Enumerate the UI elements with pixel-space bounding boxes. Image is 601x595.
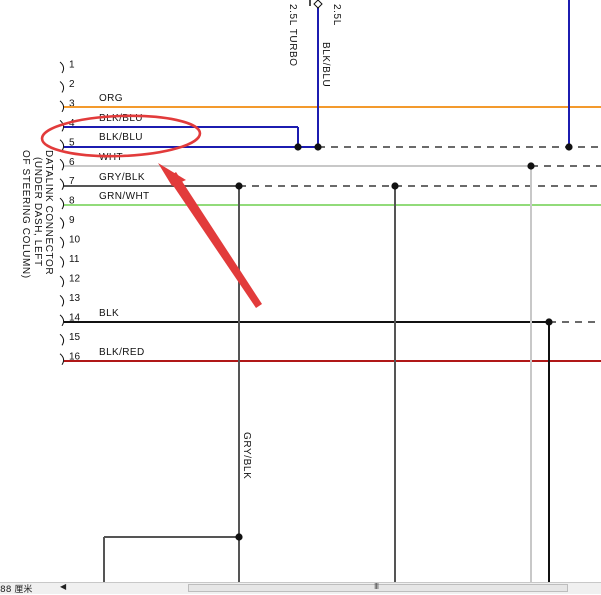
pin-bracket [59,275,65,288]
label-pin14: BLK [99,308,119,319]
pin-number: 2 [69,79,75,90]
status-bar: 88 厘米 ◀ III [0,582,601,595]
connector-pin: 9 [59,215,75,229]
annotation-arrow-shaft [168,172,262,308]
connector-pin: 15 [59,332,81,346]
pin-bracket [59,119,65,132]
pin-bracket [59,197,65,210]
pin-bracket [59,353,65,366]
pin-number: 16 [69,351,81,362]
label-pin16: BLK/RED [99,347,145,358]
pin-number: 14 [69,312,81,323]
splice-pin4 [294,143,302,151]
connector-pin: 16 [59,351,81,366]
pin-number: 9 [69,215,75,226]
connector-pin: 10 [59,235,81,249]
connector-pin: 4 [59,118,75,132]
connector-pin: 6 [59,157,75,171]
splice-pin7-b [391,182,399,190]
annotation [40,114,262,308]
scrollbar-grip-icon[interactable]: III [374,582,379,591]
pin-number: 12 [69,273,81,284]
connector-pin: 5 [59,137,75,152]
annotation-ellipse [40,114,202,158]
pin-number: 15 [69,332,81,343]
splice-right-blue [565,143,573,151]
horizontal-scrollbar[interactable]: III [188,582,568,592]
pin-number: 6 [69,157,75,168]
connector-label: DATALINK CONNECTOR (UNDER DASH, LEFT OF … [20,150,54,279]
pin-bracket [59,314,65,327]
zoom-level: 88 厘米 [0,585,33,595]
pin-bracket [59,81,65,93]
label-turbo: 2.5L TURBO [287,4,298,67]
pin-number: 1 [69,60,75,71]
pin-bracket [59,158,65,171]
splice-branch [235,533,243,541]
label-pin6: WHT [99,152,123,163]
pin-bracket [59,217,65,229]
connector-label-line-2: (UNDER DASH, LEFT [32,157,43,267]
connector-label-line-1: DATALINK CONNECTOR [43,150,54,275]
connector-pin: 1 [59,60,75,74]
pin-number: 10 [69,235,81,246]
connector-pin: 13 [59,293,81,307]
pin-bracket [59,61,65,74]
vertical-wires [103,0,570,593]
connector-pin: 7 [59,176,75,190]
wire-labels: ORG BLK/BLU BLK/BLU WHT GRY/BLK GRN/WHT … [99,93,150,358]
label-lower-grayblk: GRY/BLK [241,432,252,479]
connector-pin: 11 [59,254,80,268]
pin-number: 13 [69,293,81,304]
connector-pin: 2 [59,79,75,93]
label-pin3: ORG [99,93,123,104]
pin-number: 7 [69,176,75,187]
pin-number: 4 [69,118,75,129]
splice-pin5 [314,143,322,151]
pin-number: 3 [69,98,75,109]
pin-number: 5 [69,137,75,148]
junction-marker [313,0,323,9]
pin-bracket [59,295,65,307]
label-top-blkblu: BLK/BLU [320,42,331,87]
horizontal-wires [64,106,601,362]
splice-pin6 [527,162,535,170]
label-engine: 2.5L [331,4,342,26]
connector-pin: 12 [59,273,81,288]
scroll-left-arrow-icon[interactable]: ◀ [60,582,67,591]
vertical-labels: 2.5L TURBO 2.5L BLK/BLU GRY/BLK [241,4,342,479]
pin-bracket [59,333,65,346]
pin-bracket [59,256,65,268]
annotation-arrow-head [158,163,186,186]
pin-bracket [59,178,65,190]
label-pin4: BLK/BLU [99,113,143,124]
label-pin8: GRN/WHT [99,191,150,202]
label-pin5: BLK/BLU [99,132,143,143]
pin-number: 11 [69,254,80,265]
pin-number: 8 [69,196,75,207]
pin-bracket [59,100,65,113]
connector-label-line-3: OF STEERING COLUMN) [20,150,31,279]
splice-pin7-a [235,182,243,190]
pin-bracket [59,139,65,152]
connector-pin: 14 [59,312,81,327]
splice-pin14 [545,318,553,326]
splice-dots [235,143,573,541]
connector-pin: 8 [59,196,75,210]
connector-pin: 3 [59,98,75,113]
label-pin7: GRY/BLK [99,172,145,183]
pin-bracket [59,236,65,249]
